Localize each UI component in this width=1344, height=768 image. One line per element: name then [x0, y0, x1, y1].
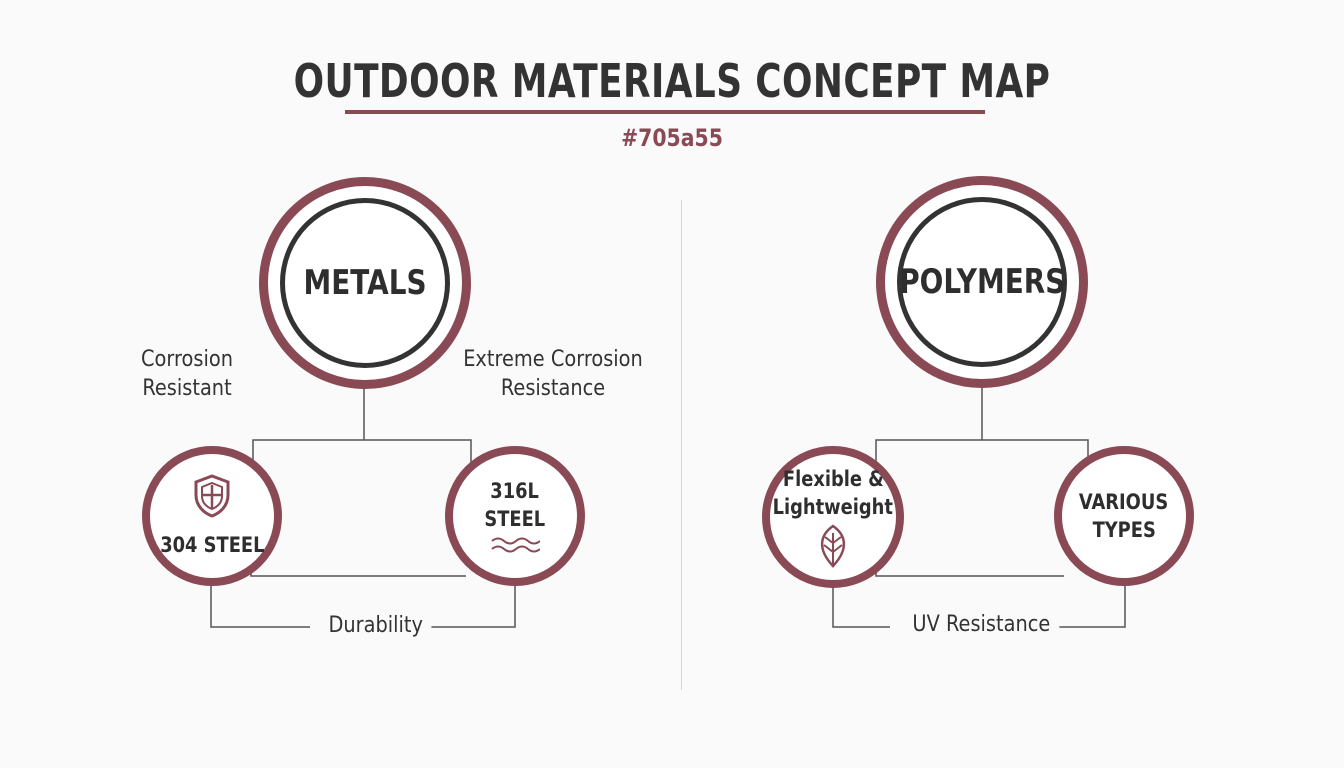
304-steel-label: 304 STEEL	[159, 533, 265, 557]
metals-label: METALS	[303, 263, 427, 303]
title-underline	[345, 110, 985, 114]
flexible-lightweight-node[interactable]: Flexible & Lightweight	[762, 446, 904, 588]
page-title: OUTDOOR MATERIALS CONCEPT MAP	[293, 54, 1051, 108]
metals-top-bracket	[252, 439, 472, 500]
metals-node[interactable]: METALS	[259, 177, 471, 389]
corrosion-resistant-label: Corrosion Resistant	[130, 345, 244, 403]
shield-icon	[191, 473, 233, 519]
durability-label: Durability	[319, 613, 432, 638]
flexible-label-line1: Flexible &	[782, 467, 884, 491]
metals-inner-ring: METALS	[280, 198, 450, 368]
polymers-top-bracket	[875, 439, 1089, 485]
316l-steel-node[interactable]: 316L STEEL	[445, 446, 585, 586]
edge-label-line: Extreme Corrosion	[463, 347, 643, 372]
uv-resistance-label: UV Resistance	[903, 612, 1060, 637]
metals-bottom-right	[430, 583, 516, 628]
polymers-inner-bottom	[875, 556, 1064, 577]
edge-label-line: Resistant	[142, 376, 232, 401]
polymers-bottom-left	[832, 585, 890, 628]
various-types-node[interactable]: VARIOUS TYPES	[1054, 446, 1194, 586]
polymers-label: POLYMERS	[898, 262, 1066, 302]
color-code-subtitle: #705a55	[621, 124, 723, 152]
316l-label-line2: STEEL	[484, 507, 546, 531]
polymers-inner-ring: POLYMERS	[897, 197, 1067, 367]
316l-label-line1: 316L	[490, 479, 540, 503]
metals-inner-bottom	[250, 556, 466, 577]
metals-bottom-left	[210, 585, 310, 628]
polymers-node[interactable]: POLYMERS	[876, 176, 1088, 388]
polymers-bottom-right	[1050, 583, 1126, 628]
various-label-line2: TYPES	[1092, 518, 1156, 542]
leaf-icon	[813, 523, 853, 569]
center-divider	[681, 200, 682, 690]
flexible-label-line2: Lightweight	[772, 495, 894, 519]
waves-icon	[490, 535, 540, 555]
various-label-line1: VARIOUS	[1079, 490, 1169, 514]
edge-label-line: Resistance	[500, 376, 606, 401]
304-steel-node[interactable]: 304 STEEL	[142, 446, 282, 586]
edge-label-line: Corrosion	[141, 347, 233, 372]
extreme-corrosion-resistance-label: Extreme Corrosion Resistance	[458, 345, 648, 403]
